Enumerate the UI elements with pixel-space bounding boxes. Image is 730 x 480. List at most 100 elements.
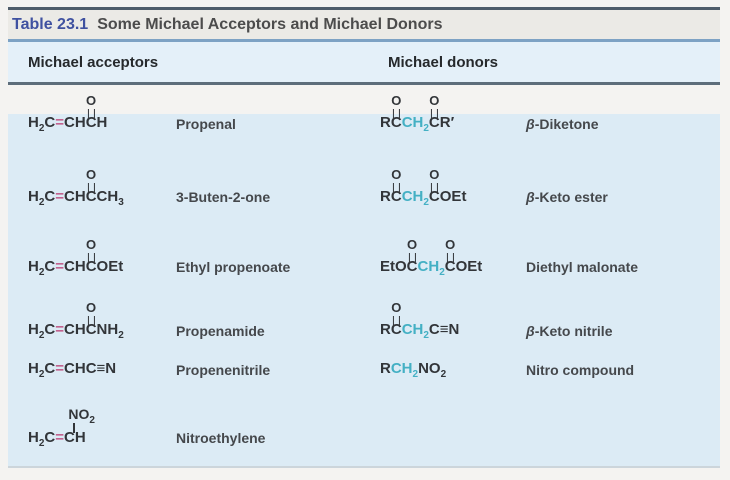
formula-token: R — [380, 321, 391, 339]
formula-token: CH — [64, 114, 86, 131]
formula-token: C — [428, 114, 440, 131]
formula-token: 2 — [118, 330, 124, 342]
formula-token: C — [85, 257, 97, 275]
formula-token: C — [85, 360, 97, 377]
formula-token: EtO — [380, 257, 407, 275]
double-bond-icon — [87, 182, 95, 192]
table-top-rule — [8, 7, 720, 10]
formula-token: 2 — [423, 196, 429, 208]
single-bond-icon — [73, 422, 75, 433]
formula-token: OEt — [439, 187, 467, 205]
beta-symbol: β — [526, 189, 535, 206]
acceptor-name: 3-Buten-2-one — [176, 189, 271, 206]
beta-symbol: β — [526, 115, 535, 132]
double-bond-icon — [87, 109, 95, 118]
column-header-acceptors: Michael acceptors — [28, 54, 159, 71]
formula-token: NO — [418, 360, 441, 377]
oxygen-atom-label: O — [429, 93, 440, 108]
formula-token: 2 — [38, 330, 45, 342]
formula-token: C — [444, 257, 456, 275]
formula-token: CH — [64, 360, 86, 377]
donor-name: β-Keto nitrile — [526, 322, 613, 339]
formula-token: C — [44, 321, 56, 339]
formula-token: C — [390, 187, 402, 205]
formula-token: CH — [64, 257, 86, 275]
acceptor-name: Nitroethylene — [176, 430, 266, 447]
formula-token: CH — [64, 321, 86, 339]
carbonyl-group: O — [391, 300, 402, 326]
formula-token: C — [85, 114, 97, 131]
formula-token: C — [428, 321, 440, 339]
acceptor-name: Ethyl propenoate — [176, 259, 291, 276]
acceptor-name: Propenamide — [176, 322, 265, 339]
formula-token: C — [64, 428, 75, 446]
double-bond-icon — [408, 252, 416, 262]
double-bond-icon — [87, 252, 95, 262]
double-bond-icon — [392, 316, 400, 326]
formula-token: 2 — [440, 369, 447, 380]
formula-token: = — [55, 321, 65, 339]
formula-token: H — [74, 428, 86, 446]
carbonyl-group: O — [86, 300, 97, 326]
formula-token: CH — [417, 257, 440, 275]
formula-token: N — [448, 321, 460, 339]
formula-token: R — [380, 360, 391, 377]
formula-token: = — [55, 114, 65, 131]
oxygen-atom-label: O — [86, 93, 97, 108]
formula-token: C — [85, 321, 97, 339]
formula-token: ≡ — [96, 360, 106, 377]
oxygen-atom-label: O — [391, 300, 402, 316]
double-bond-icon — [392, 182, 400, 192]
formula-token: CH — [401, 321, 424, 339]
table-number-label: Table 23.1 — [12, 16, 89, 33]
formula-token: 2 — [38, 266, 45, 278]
nitro-group: NO2 — [68, 407, 95, 433]
formula-token: 2 — [38, 437, 45, 449]
carbonyl-group: O — [391, 168, 401, 192]
formula-token: CH — [96, 187, 119, 205]
formula-token: CH — [390, 360, 413, 377]
oxygen-atom-label: O — [429, 166, 440, 182]
formula-token: C — [428, 187, 440, 205]
oxygen-atom-label: O — [407, 236, 418, 252]
formula-token: 2 — [38, 196, 45, 208]
carbonyl-group: O — [86, 94, 96, 118]
formula-token: 2 — [439, 266, 445, 278]
formula-token: 2 — [38, 369, 45, 380]
formula-token: NO — [68, 405, 90, 422]
donor-name: β-Diketone — [526, 115, 599, 132]
formula-token: C — [44, 257, 56, 275]
carbonyl-group: O — [407, 238, 417, 262]
formula-token: R — [380, 187, 391, 205]
formula-token: H — [28, 428, 39, 446]
formula-token: 2 — [423, 123, 429, 134]
oxygen-atom-label: O — [86, 300, 97, 316]
oxygen-atom-label: O — [445, 236, 456, 252]
carbonyl-group: O — [86, 168, 96, 192]
carbonyl-group: O — [86, 238, 96, 262]
formula-token: CH — [401, 187, 424, 205]
formula-token: H — [28, 114, 39, 131]
formula-token: ≡ — [439, 321, 449, 339]
acceptor-name: Propenal — [176, 115, 236, 132]
formula-token: = — [55, 428, 65, 446]
table-title: Some Michael Acceptors and Michael Donor… — [97, 16, 443, 33]
acceptor-formula: H2C=CHC≡N — [28, 360, 176, 380]
double-bond-icon — [430, 109, 438, 118]
